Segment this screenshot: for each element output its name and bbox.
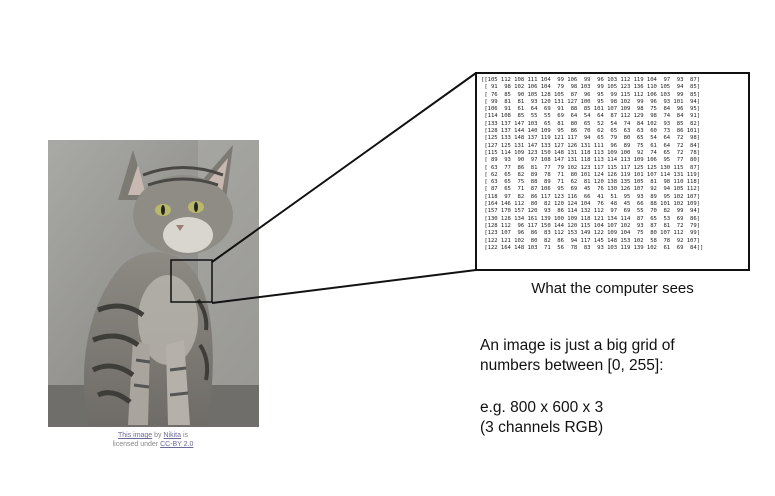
matrix-row: [114 108 85 55 55 69 64 54 64 87 112 129… (481, 113, 700, 120)
matrix-row: [118 97 82 86 117 123 116 66 41 51 95 93… (481, 193, 700, 200)
matrix-row: [106 91 61 64 69 91 88 85 101 107 109 98… (481, 106, 700, 113)
matrix-row: [157 170 157 120 93 86 114 132 112 97 69… (481, 208, 700, 215)
matrix-row: [ 62 65 82 89 78 71 80 101 124 126 119 1… (481, 171, 700, 178)
matrix-row: [[105 112 108 111 104 99 106 99 96 103 1… (481, 77, 700, 83)
computer-sees-label: What the computer sees (531, 280, 694, 297)
description-line: An image is just a big grid of (480, 337, 675, 354)
photo-credit-caption: This image by Nikita is licensed under C… (112, 432, 194, 448)
matrix-row: [ 63 65 75 88 89 71 62 81 120 138 135 10… (481, 179, 700, 186)
matrix-row: [123 107 96 86 83 112 153 149 122 109 10… (481, 230, 700, 237)
description-text: An image is just a big grid of numbers b… (480, 336, 770, 438)
matrix-row: [ 87 65 71 87 106 95 69 45 76 130 126 10… (481, 186, 700, 193)
matrix-row: [130 128 134 161 139 100 109 118 121 134… (481, 215, 700, 222)
description-line: e.g. 800 x 600 x 3 (480, 399, 604, 416)
matrix-row: [133 137 147 103 65 81 80 65 52 54 74 84… (481, 120, 700, 127)
matrix-row: [125 133 148 137 119 121 117 94 65 79 80… (481, 135, 700, 142)
matrix-row: [127 125 131 147 133 127 126 131 111 96 … (481, 142, 700, 149)
matrix-row: [ 76 85 90 105 128 105 87 96 95 99 115 1… (481, 91, 700, 98)
cat-body (83, 145, 233, 425)
matrix-row: [ 91 98 102 106 104 79 98 103 99 105 123… (481, 84, 700, 91)
matrix-row: [164 146 112 80 82 120 124 104 76 48 45 … (481, 201, 700, 208)
cat-illustration (48, 140, 259, 427)
pixel-value-matrix: [[105 112 108 111 104 99 106 99 96 103 1… (475, 72, 750, 271)
matrix-row: [ 99 81 81 93 120 131 127 100 95 98 102 … (481, 98, 700, 105)
matrix-row: [ 89 93 90 97 108 147 131 118 113 114 11… (481, 157, 700, 164)
matrix-row: [ 63 77 86 81 77 79 102 123 117 115 117 … (481, 164, 700, 171)
matrix-row: [122 164 148 103 71 56 78 83 93 103 119 … (481, 244, 704, 251)
image-link[interactable]: This image (117, 432, 153, 439)
matrix-row: [122 121 102 80 82 86 94 117 145 148 153… (481, 237, 700, 244)
cat-photo (48, 140, 259, 427)
description-line: (3 channels RGB) (480, 419, 604, 436)
matrix-row: [128 137 144 140 109 95 86 70 62 65 63 6… (481, 128, 700, 135)
author-link[interactable]: Nikita (163, 432, 182, 439)
description-line: numbers between [0, 255]: (480, 357, 664, 374)
matrix-row: [115 114 109 123 150 148 131 118 113 109… (481, 149, 700, 156)
license-link[interactable]: CC-BY 2.0 (160, 441, 194, 448)
matrix-row: [128 112 96 117 150 144 120 115 104 107 … (481, 222, 700, 229)
